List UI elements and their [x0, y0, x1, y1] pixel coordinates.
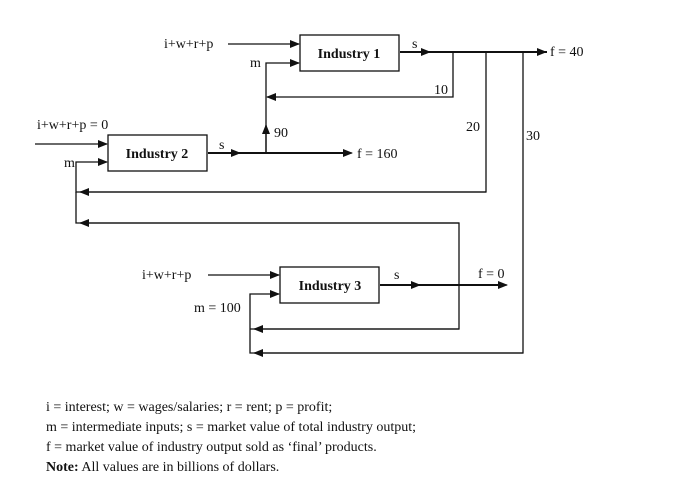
- flow-10-line: [266, 52, 454, 101]
- flow-90-label: 90: [274, 126, 288, 141]
- industry-3-output-label: s: [394, 268, 399, 283]
- industry-2-final-label: f = 160: [357, 147, 398, 162]
- industry-2-input-label: i+w+r+p = 0: [37, 118, 108, 133]
- legend-note: Note: All values are in billions of doll…: [46, 458, 416, 478]
- industry-2-box: [107, 134, 208, 172]
- flow-20-label: 20: [466, 120, 480, 135]
- industry-1-input-label: i+w+r+p: [164, 37, 213, 52]
- industry-1-intermediate-arrow: [265, 59, 300, 153]
- industry-3-intermediate-label: m = 100: [194, 301, 241, 316]
- industry-3-input-label: i+w+r+p: [142, 268, 191, 283]
- industry-3-box: [279, 266, 380, 304]
- industry-1-final-label: f = 40: [550, 45, 584, 60]
- industry-2-intermediate-label: m: [64, 156, 75, 171]
- industry-3-final-label: f = 0: [478, 267, 505, 282]
- industry-1-box: [299, 34, 400, 72]
- industry-2-label: Industry 2: [126, 147, 189, 162]
- industry-3-label: Industry 3: [299, 279, 362, 294]
- flow-10-label: 10: [434, 83, 448, 98]
- industry-3-to-2-line: [75, 192, 460, 285]
- legend: i = interest; w = wages/salaries; r = re…: [46, 398, 416, 478]
- note-text: All values are in billions of dollars.: [78, 460, 280, 475]
- industry-1-output-label: s: [412, 37, 417, 52]
- flow-30-line: [249, 52, 524, 354]
- legend-line-1: i = interest; w = wages/salaries; r = re…: [46, 400, 333, 415]
- industry-1-label: Industry 1: [318, 47, 381, 62]
- legend-line-3: f = market value of industry output sold…: [46, 440, 377, 455]
- industry-1-intermediate-label: m: [250, 56, 261, 71]
- flow-30-label: 30: [526, 129, 540, 144]
- note-label: Note:: [46, 460, 79, 475]
- industry-2-output-label: s: [219, 138, 224, 153]
- legend-line-2: m = intermediate inputs; s = market valu…: [46, 420, 417, 435]
